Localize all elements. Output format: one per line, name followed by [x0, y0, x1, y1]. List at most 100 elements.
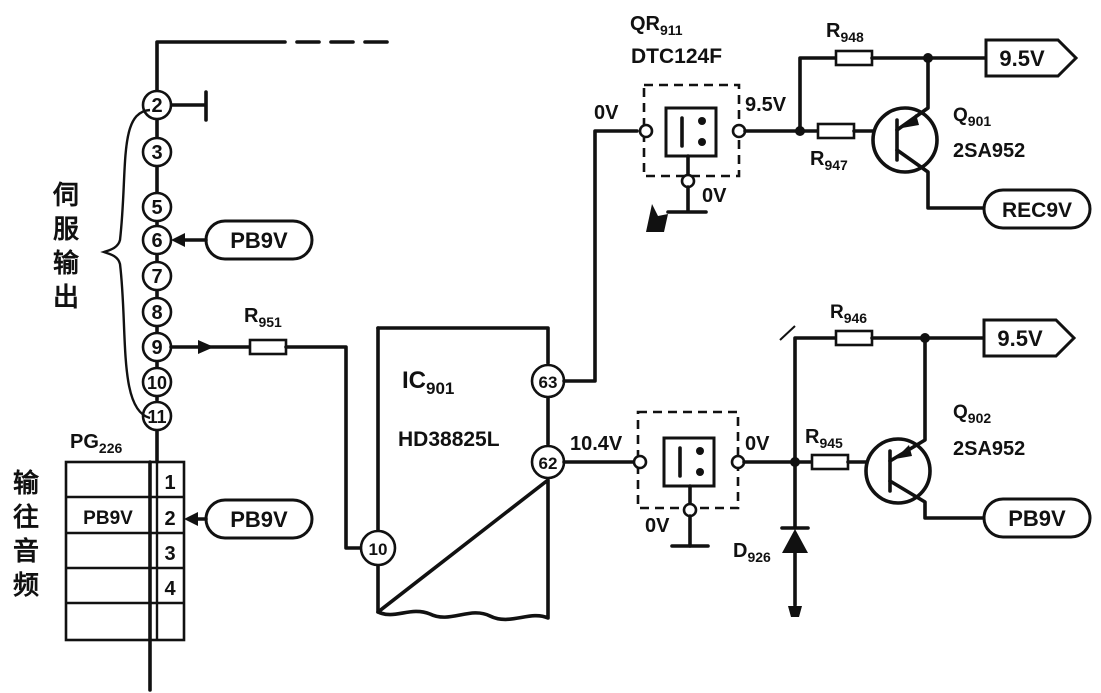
r946-label: R946 [830, 302, 867, 326]
r948-top-label: R948 [826, 20, 864, 45]
audio-input-char: 频 [13, 571, 39, 601]
r948-top-resistor [834, 49, 874, 67]
qr911-name: QR911 [630, 13, 683, 38]
ic901-part-number: HD38825L [398, 428, 500, 451]
servo-output-brace [100, 108, 151, 420]
ground-symbol [788, 606, 802, 617]
connector-pin-11: 11 [141, 400, 173, 432]
r945-resistor [810, 453, 850, 471]
upper-switch-circuit: 0V QR911 DTC124F 0V 9.5V [562, 13, 1092, 383]
flag-label: REC9V [1002, 199, 1072, 222]
lower-switch-transistor: 0V [632, 410, 746, 548]
pin-label: 5 [151, 197, 162, 219]
qr911-part-number: DTC124F [631, 45, 722, 68]
servo-output-char: 输 [53, 248, 80, 279]
qr911-input-voltage: 0V [594, 102, 619, 124]
pin-label: 62 [539, 454, 558, 473]
pg-row-num: 1 [164, 472, 175, 494]
audio-input-char: 输 [13, 468, 40, 499]
r947-resistor [816, 122, 856, 140]
qr911-transistor: QR911 DTC124F 0V [630, 13, 747, 232]
connector-pin-10: 10 [141, 366, 173, 398]
connector-pin-9: 9 [141, 331, 173, 363]
pin-label: 2 [151, 95, 162, 117]
lower-ground-voltage: 0V [645, 515, 670, 537]
pg-row-4: 4 [164, 578, 176, 600]
pg-label: PG226 [70, 431, 122, 456]
pin-label: 9 [151, 337, 162, 359]
connector-pin-8: 8 [141, 296, 173, 328]
audio-input-char: 音 [13, 536, 39, 567]
ic-pin-63: 63 [530, 363, 566, 399]
v95-flag-top: 9.5V [984, 38, 1079, 78]
servo-output-char: 服 [53, 215, 80, 245]
ic901-name: IC901 [402, 367, 454, 398]
q901-part-number: 2SA952 [953, 140, 1025, 162]
r946-resistor [834, 329, 874, 347]
rec9v-flag: REC9V [982, 188, 1092, 230]
pin2-ground-symbol [170, 90, 208, 122]
flag-label: 9.5V [999, 46, 1045, 71]
pg226-connector: PG226 1 PB9V 2 3 4 [64, 431, 186, 692]
connector-top-wire [155, 40, 287, 107]
r951-label: R951 [244, 305, 282, 330]
servo-output-label: 伺 服 输 出 [52, 181, 80, 313]
audio-input-label: 输 往 音 频 [13, 468, 40, 601]
q902-name: Q902 [953, 402, 991, 426]
pg-row-num: 3 [164, 543, 175, 565]
ground-symbol [646, 204, 668, 232]
pg-row-num: 4 [164, 578, 176, 600]
qr911-output-voltage: 9.5V [745, 94, 787, 116]
pin-label: 10 [369, 540, 388, 559]
r951-resistor [248, 338, 288, 356]
connector-pin-7: 7 [141, 260, 173, 292]
connector-pin-2: 2 [141, 89, 173, 121]
r947-label: R947 [810, 148, 848, 173]
pin-label: 7 [151, 266, 162, 288]
q902-transistor: Q902 2SA952 [864, 336, 1025, 520]
flag-label: PB9V [230, 228, 288, 253]
ic62-output-voltage: 10.4V [570, 433, 623, 455]
pg-row-1: 1 [164, 472, 175, 494]
d926-diode: D926 [733, 460, 810, 617]
pb9v-flag-pin6: PB9V [171, 219, 314, 261]
pin-label: 6 [151, 230, 162, 252]
signal-arrow [198, 340, 214, 354]
pb9v-flag-pg: PB9V [184, 498, 314, 540]
connector-pin-3: 3 [141, 136, 173, 168]
flag-label: 9.5V [997, 326, 1043, 351]
q901-name: Q901 [953, 105, 991, 129]
pg-row-2: PB9V 2 [83, 508, 175, 530]
servo-connector: 2 3 5 6 7 8 9 10 [100, 40, 394, 464]
ic-pin-10: 10 [359, 529, 397, 567]
pin-label: 10 [147, 373, 167, 393]
ic63-to-qr911-wire [562, 129, 639, 383]
pin-label: 3 [151, 142, 162, 164]
flag-label: PB9V [230, 507, 288, 532]
r945-label: R945 [805, 426, 843, 451]
pg-row-3: 3 [164, 543, 175, 565]
pin-label: 8 [151, 302, 162, 324]
pg-row-num: 2 [164, 508, 175, 530]
q902-part-number: 2SA952 [953, 438, 1025, 460]
flag-label: PB9V [1008, 506, 1066, 531]
qr911-ground-voltage: 0V [702, 185, 727, 207]
servo-output-char: 出 [53, 283, 79, 313]
d926-label: D926 [733, 540, 771, 565]
connector-pin-6: 6 [141, 224, 173, 256]
servo-output-char: 伺 [52, 181, 79, 211]
audio-input-char: 往 [13, 502, 39, 533]
ic-pin-62: 62 [530, 444, 566, 480]
lower-switch-circuit: 10.4V 0V 0V R946 R945 [562, 302, 1092, 617]
pin-label: 63 [539, 373, 558, 392]
v95-flag-bottom: 9.5V [982, 318, 1077, 358]
q901-transistor: Q901 2SA952 [871, 56, 1025, 210]
r951-path: R951 [169, 305, 368, 550]
pg-row-label: PB9V [83, 508, 133, 529]
ic901: IC901 HD38825L 63 62 10 [359, 326, 566, 622]
pb9v-flag-bottom: PB9V [982, 497, 1092, 539]
lower-output-voltage: 0V [745, 433, 770, 455]
pin-label: 11 [147, 407, 166, 427]
connector-pin-5: 5 [141, 191, 173, 223]
